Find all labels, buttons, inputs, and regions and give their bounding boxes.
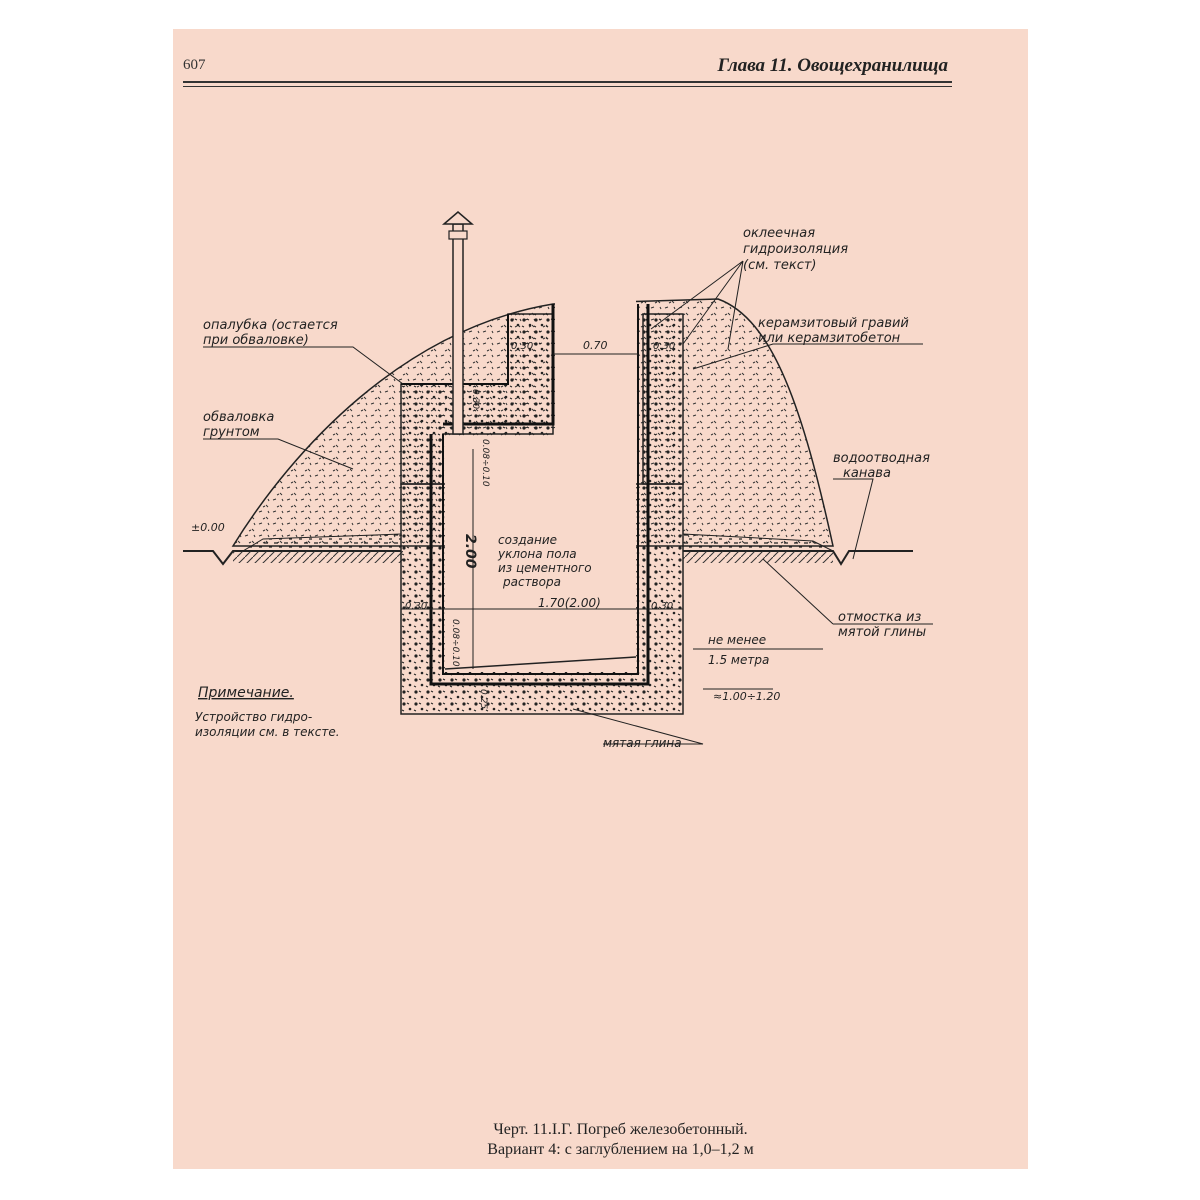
book-page: 607 Глава 11. Овощехранилища bbox=[173, 29, 1028, 1169]
header-rule-thin bbox=[183, 86, 952, 87]
dim-030-bottom-right: 0.30 bbox=[651, 601, 673, 612]
label-otmostka-2: мятой глины bbox=[838, 625, 926, 640]
label-obvalovka-1: обваловка bbox=[203, 410, 274, 425]
note-line-2: изоляции см. в тексте. bbox=[195, 725, 340, 739]
running-head: Глава 11. Овощехранилища bbox=[717, 55, 948, 76]
dim-200: 2.00 bbox=[462, 534, 478, 569]
label-zero-level: ±0.00 bbox=[191, 521, 225, 534]
figure-caption: Черт. 11.I.Г. Погреб железобетонный. Вар… bbox=[173, 1120, 1028, 1160]
label-ne-menee-1: не менее bbox=[708, 633, 766, 647]
caption-line-2: Вариант 4: с заглублением на 1,0–1,2 м bbox=[487, 1141, 754, 1158]
note-title: Примечание. bbox=[198, 685, 294, 701]
label-gidroizolyatsiya: гидроизоляция bbox=[743, 242, 848, 257]
header-rule bbox=[183, 81, 952, 83]
label-opalubka-1: опалубка (остается bbox=[203, 318, 338, 333]
dim-030-top-left: 0.30 bbox=[511, 341, 533, 352]
label-uklon-4: раствора bbox=[502, 575, 561, 589]
dim-170: 1.70(2.00) bbox=[538, 596, 601, 610]
dim-070: 0.70 bbox=[583, 339, 608, 352]
dim-030-bottom-left: 0.30 bbox=[405, 601, 427, 612]
label-keramzit-2: или керамзитобетон bbox=[758, 331, 901, 346]
page-number: 607 bbox=[183, 57, 206, 73]
dim-008-010-lower: 0.08÷0.10 bbox=[450, 619, 460, 667]
label-obvalovka-2: грунтом bbox=[203, 425, 260, 440]
label-uklon-1: создание bbox=[498, 533, 557, 547]
label-okleechnaya: оклеечная bbox=[743, 226, 815, 241]
label-kanava-1: водоотводная bbox=[833, 451, 930, 466]
label-myataya-glina: мятая глина bbox=[603, 736, 682, 750]
dim-008-010-upper: 0.08÷0.10 bbox=[480, 439, 490, 487]
caption-line-1: Черт. 11.I.Г. Погреб железобетонный. bbox=[493, 1121, 748, 1138]
label-ne-menee-2: 1.5 метра bbox=[708, 653, 769, 667]
label-keramzit-1: керамзитовый гравий bbox=[758, 316, 909, 331]
cellar-drawing: оклеечная гидроизоляция (см. текст) кера… bbox=[183, 211, 933, 750]
note-line-1: Устройство гидро- bbox=[195, 710, 312, 724]
label-kanava-2: канава bbox=[843, 466, 891, 481]
label-depth: ≈1.00÷1.20 bbox=[713, 690, 780, 703]
label-sm-tekst: (см. текст) bbox=[743, 258, 817, 273]
dim-030-top-right: 0.30 bbox=[653, 341, 675, 352]
label-uklon-2: уклона пола bbox=[497, 547, 577, 561]
dim-030-mid: 0.30 bbox=[470, 389, 480, 409]
label-opalubka-2: при обваловке) bbox=[203, 333, 309, 348]
label-otmostka-1: отмостка из bbox=[838, 610, 921, 625]
dim-025: 0.25 bbox=[478, 689, 488, 709]
label-uklon-3: из цементного bbox=[498, 561, 592, 575]
